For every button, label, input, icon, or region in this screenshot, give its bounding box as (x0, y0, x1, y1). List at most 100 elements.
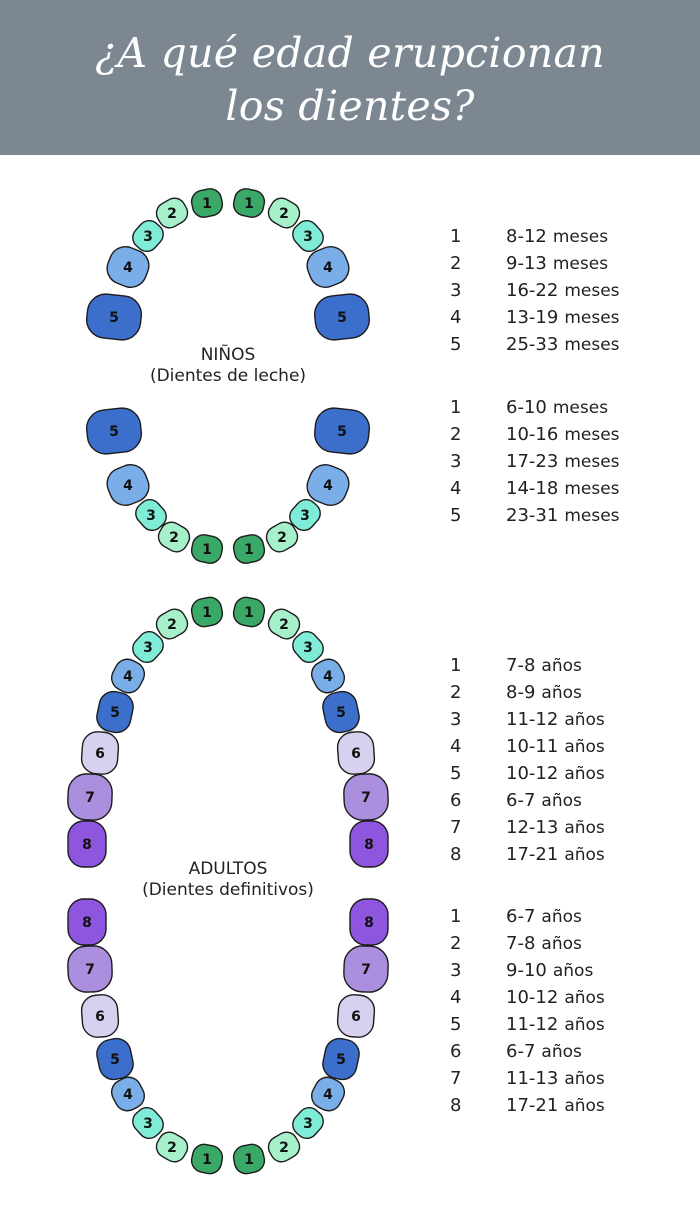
range-unit: años (564, 737, 605, 757)
range-value: 16-22 (506, 280, 559, 301)
tooth-number-label: 1 (244, 196, 254, 212)
tooth-number-label: 2 (167, 1140, 177, 1156)
tooth-number-label: 1 (244, 1152, 254, 1168)
tooth-number-label: 8 (364, 837, 374, 853)
tooth-8: 8 (349, 820, 389, 868)
tooth-7: 7 (343, 945, 389, 993)
tooth-number-label: 5 (109, 310, 119, 326)
tooth-3: 3 (135, 498, 167, 532)
tooth-number-label: 6 (95, 746, 105, 762)
range-value: 9-13 (506, 253, 547, 274)
tooth-8: 8 (67, 820, 107, 868)
tooth-number: 5 (450, 334, 462, 355)
tooth-shape (67, 773, 113, 821)
tooth-shape (336, 731, 376, 775)
tooth-shape (322, 690, 360, 734)
tooth-5: 5 (96, 690, 134, 734)
range-value: 10-12 (506, 763, 559, 784)
tooth-shape (155, 1131, 189, 1163)
tooth-number: 8 (450, 1095, 462, 1116)
range-value: 9-10 (506, 960, 547, 981)
range-value: 8-12 (506, 226, 547, 247)
tooth-number-label: 1 (244, 605, 254, 621)
range-value: 17-21 (506, 844, 559, 865)
tooth-number-label: 3 (143, 640, 153, 656)
tooth-number-label: 5 (109, 424, 119, 440)
tooth-number-label: 1 (202, 542, 212, 558)
tooth-number-label: 1 (202, 1152, 212, 1168)
tooth-shape (322, 1037, 360, 1081)
tooth-1: 1 (232, 188, 266, 218)
tooth-number: 1 (450, 226, 462, 247)
tooth-4: 4 (106, 246, 150, 288)
tooth-4: 4 (310, 1076, 346, 1112)
tooth-3: 3 (292, 1106, 324, 1140)
range-unit: años (541, 1042, 582, 1062)
tooth-number-label: 4 (123, 260, 133, 276)
range-value: 10-11 (506, 736, 559, 757)
range-value: 7-8 (506, 933, 536, 954)
tooth-8: 8 (349, 898, 389, 946)
tooth-shape (67, 945, 113, 993)
range-value: 7-8 (506, 655, 536, 676)
tooth-1: 1 (232, 1143, 266, 1175)
range-value: 25-33 (506, 334, 559, 355)
range-value: 23-31 (506, 505, 559, 526)
tooth-number: 1 (450, 906, 462, 927)
tooth-number-label: 3 (303, 640, 313, 656)
tooth-number: 4 (450, 987, 462, 1008)
children-label: NIÑOS (Dientes de leche) (128, 345, 328, 387)
range-value: 11-12 (506, 709, 559, 730)
range-unit: años (552, 961, 594, 981)
tooth-number-label: 4 (323, 478, 333, 494)
tooth-number-label: 6 (351, 746, 361, 762)
range-value: 11-12 (506, 1014, 559, 1035)
tooth-shape (190, 188, 224, 218)
tooth-number-label: 5 (337, 310, 347, 326)
tooth-1: 1 (190, 596, 224, 628)
tooth-number-label: 7 (361, 790, 371, 806)
tooth-2: 2 (155, 608, 189, 640)
tooth-number-label: 4 (323, 1087, 333, 1103)
tooth-number: 2 (450, 682, 462, 703)
tooth-number-label: 2 (167, 206, 177, 222)
tooth-shape (110, 658, 146, 694)
tooth-number-label: 2 (279, 206, 289, 222)
tooth-shape (232, 1143, 266, 1175)
range-value: 12-13 (506, 817, 559, 838)
range-unit: años (564, 1096, 605, 1116)
tooth-2: 2 (155, 197, 189, 229)
tooth-shape (232, 534, 266, 564)
range-unit: años (541, 656, 582, 676)
range-value: 17-21 (506, 1095, 559, 1116)
tooth-3: 3 (132, 630, 164, 664)
range-unit: años (564, 710, 605, 730)
tooth-1: 1 (232, 534, 266, 564)
tooth-number-label: 3 (303, 1116, 313, 1132)
range-unit: meses (552, 227, 609, 247)
range-value: 11-13 (506, 1068, 559, 1089)
range-value: 17-23 (506, 451, 559, 472)
tooth-number: 4 (450, 736, 462, 757)
tooth-shape (106, 246, 150, 288)
adults-subtitle: (Dientes definitivos) (142, 880, 314, 900)
tooth-number-label: 4 (323, 669, 333, 685)
tooth-6: 6 (336, 994, 376, 1038)
tooth-shape (349, 820, 389, 868)
tooth-number-label: 5 (110, 705, 120, 721)
tooth-shape (132, 219, 164, 253)
tooth-number-label: 3 (300, 508, 310, 524)
tooth-2: 2 (157, 521, 191, 553)
